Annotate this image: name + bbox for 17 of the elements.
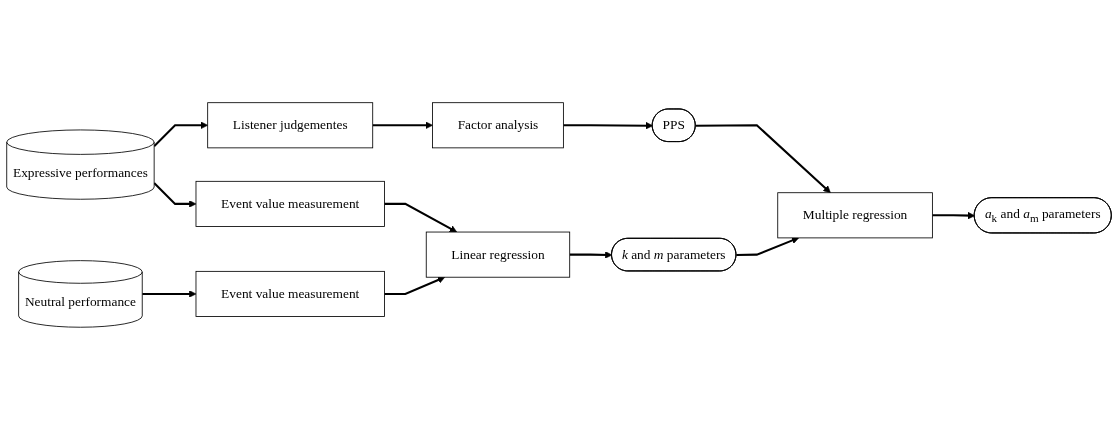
- arrow: [736, 236, 799, 257]
- arrow: [932, 211, 975, 220]
- arrow: [153, 121, 208, 147]
- node-box: Listener judgementes: [207, 102, 374, 149]
- node-box: Linear regression: [425, 231, 571, 278]
- node-box: Event value measurement: [195, 270, 385, 317]
- arrow: [695, 124, 831, 194]
- arrow: [153, 182, 197, 208]
- node-box: Multiple regression: [777, 192, 933, 239]
- arrow: [569, 251, 613, 259]
- node-box: Event value measurement: [195, 180, 385, 227]
- arrow: [384, 202, 458, 233]
- arrow: [563, 122, 653, 130]
- arrow: [384, 276, 446, 295]
- node-box: Factor analysis: [432, 102, 564, 149]
- arrow: [372, 121, 433, 129]
- arrow: [142, 290, 197, 298]
